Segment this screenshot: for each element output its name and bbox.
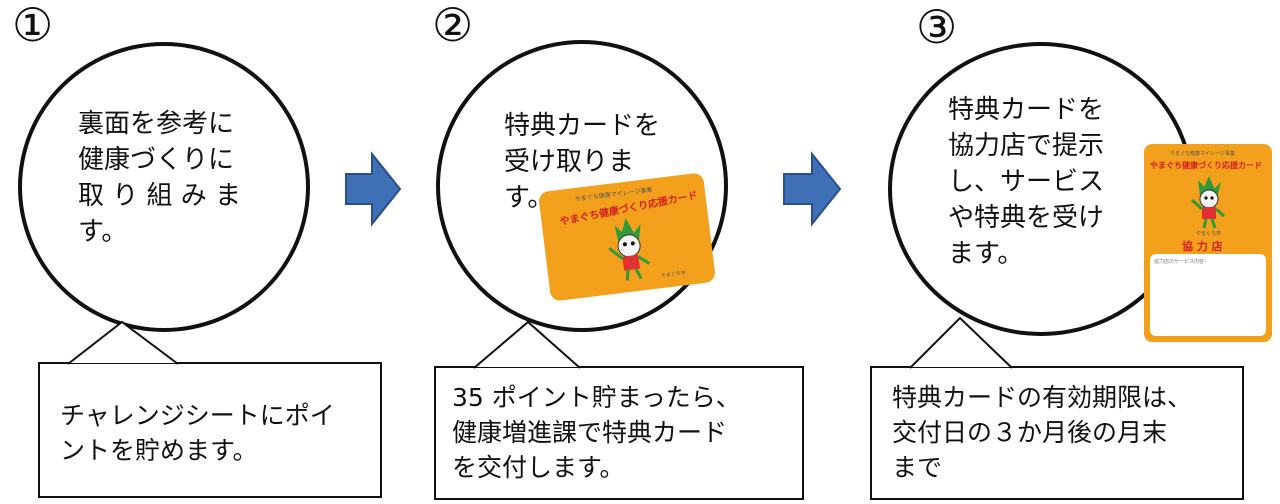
- step1-callout-box: [38, 362, 382, 498]
- step1-circle: [18, 42, 310, 332]
- memo-label: 協力店のサービス内容：: [1154, 259, 1210, 265]
- cooperating-store-label: 協 力 店: [1182, 240, 1223, 253]
- step2-callout-tail: [474, 322, 580, 367]
- step2-callout-box: [434, 366, 804, 500]
- step3-callout-text: 特典カードの有効期限は、 交付日の３か月後の月末 まで: [892, 383, 1193, 482]
- arrow-right-icon: [345, 151, 402, 227]
- step1-callout-text: チャレンジシートにポイ ントを貯めます。: [60, 401, 335, 465]
- step2-circle-text: 特典カードを 受け取りま す。: [504, 111, 661, 213]
- cooperating-store-card: やまぐち健康マイレージ事業 やまぐち健康づくり応援カード やまぐち市 協 力 店…: [1144, 144, 1272, 342]
- card-small-text: やまぐち市: [660, 270, 687, 280]
- step3-circle: [888, 42, 1194, 336]
- step3-callout-box: [870, 366, 1244, 500]
- card-memo-area: 協力店のサービス内容：: [1150, 254, 1266, 336]
- card-title: やまぐち健康づくり応援カード: [1150, 161, 1262, 170]
- step-number-3: ③: [916, 0, 958, 54]
- benefit-card: やまぐち健康マイレージ事業 やまぐち健康づくり応援カード やまぐち市: [537, 172, 717, 302]
- arrow-right-icon: [783, 151, 842, 227]
- step1-callout-tail: [68, 322, 178, 363]
- mascot-icon: [1190, 176, 1225, 229]
- step3-circle-text: 特典カードを 協力店で提示 し、サービス や特典を受け ます。: [948, 95, 1105, 269]
- card-small-text: やまぐち市: [1196, 231, 1222, 237]
- step-number-2: ②: [432, 0, 474, 52]
- step-number-1: ①: [12, 0, 54, 52]
- step1-circle-text: 裏面を参考に 健康づくりに 取 り 組 み ま す。: [78, 109, 242, 247]
- card-subtitle: やまぐち健康マイレージ事業: [1170, 151, 1235, 157]
- mascot-icon: [608, 218, 651, 281]
- step2-callout-text: 35 ポイント貯まったら、 健康増進課で特典カード を交付します。: [452, 383, 741, 482]
- step1-callout-tail-edge: [67, 320, 179, 365]
- step3-callout-tail: [910, 318, 1012, 367]
- step3-callout-tail-edge: [909, 316, 1013, 369]
- step2-callout-tail-edge: [473, 320, 581, 369]
